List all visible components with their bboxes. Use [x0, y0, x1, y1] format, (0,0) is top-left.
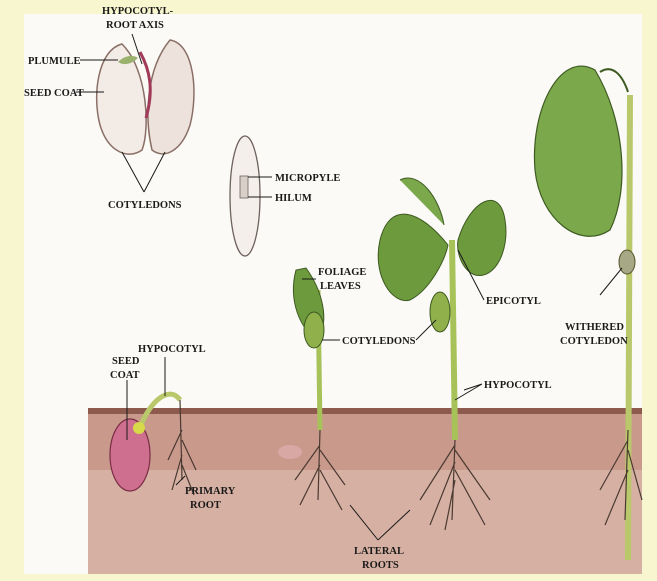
epicotyl-label: EPICOTYL [486, 296, 541, 307]
withered-cotyledon-label-line2: COTYLEDON [560, 336, 628, 347]
primary-root-label-line1: PRIMARY [185, 486, 236, 497]
seed-coat-sprout-label-line2: COAT [110, 370, 140, 381]
plumule-label: PLUMULE [28, 56, 81, 67]
foliage-leaves-label-line2: LEAVES [320, 281, 361, 292]
seed-coat-sprout-label-line1: SEED [112, 356, 140, 367]
withered-cotyledon-label-line1: WITHERED [565, 322, 624, 333]
hilum-label: HILUM [275, 193, 312, 204]
cotyledons-seed-label: COTYLEDONS [108, 200, 182, 211]
hypocotyl-plant-label: HYPOCOTYL [484, 380, 552, 391]
whole-seed-illustration [230, 136, 260, 256]
lateral-roots-label-line1: LATERAL [354, 546, 404, 557]
foliage-leaves-label-line1: FOLIAGE [318, 267, 366, 278]
split-seed-illustration [97, 40, 194, 154]
hypocotyl-root-axis-label-line2: ROOT AXIS [106, 20, 164, 31]
primary-root-label-line2: ROOT [190, 500, 221, 511]
seed-coat-label: SEED COAT [24, 88, 84, 99]
lateral-roots-label-line2: ROOTS [362, 560, 399, 571]
hypocotyl-root-axis-label-line1: HYPOCOTYL- [102, 6, 174, 17]
hypocotyl-sprout-label: HYPOCOTYL [138, 344, 206, 355]
cotyledons-plant-label: COTYLEDONS [342, 336, 416, 347]
micropyle-label: MICROPYLE [275, 173, 340, 184]
